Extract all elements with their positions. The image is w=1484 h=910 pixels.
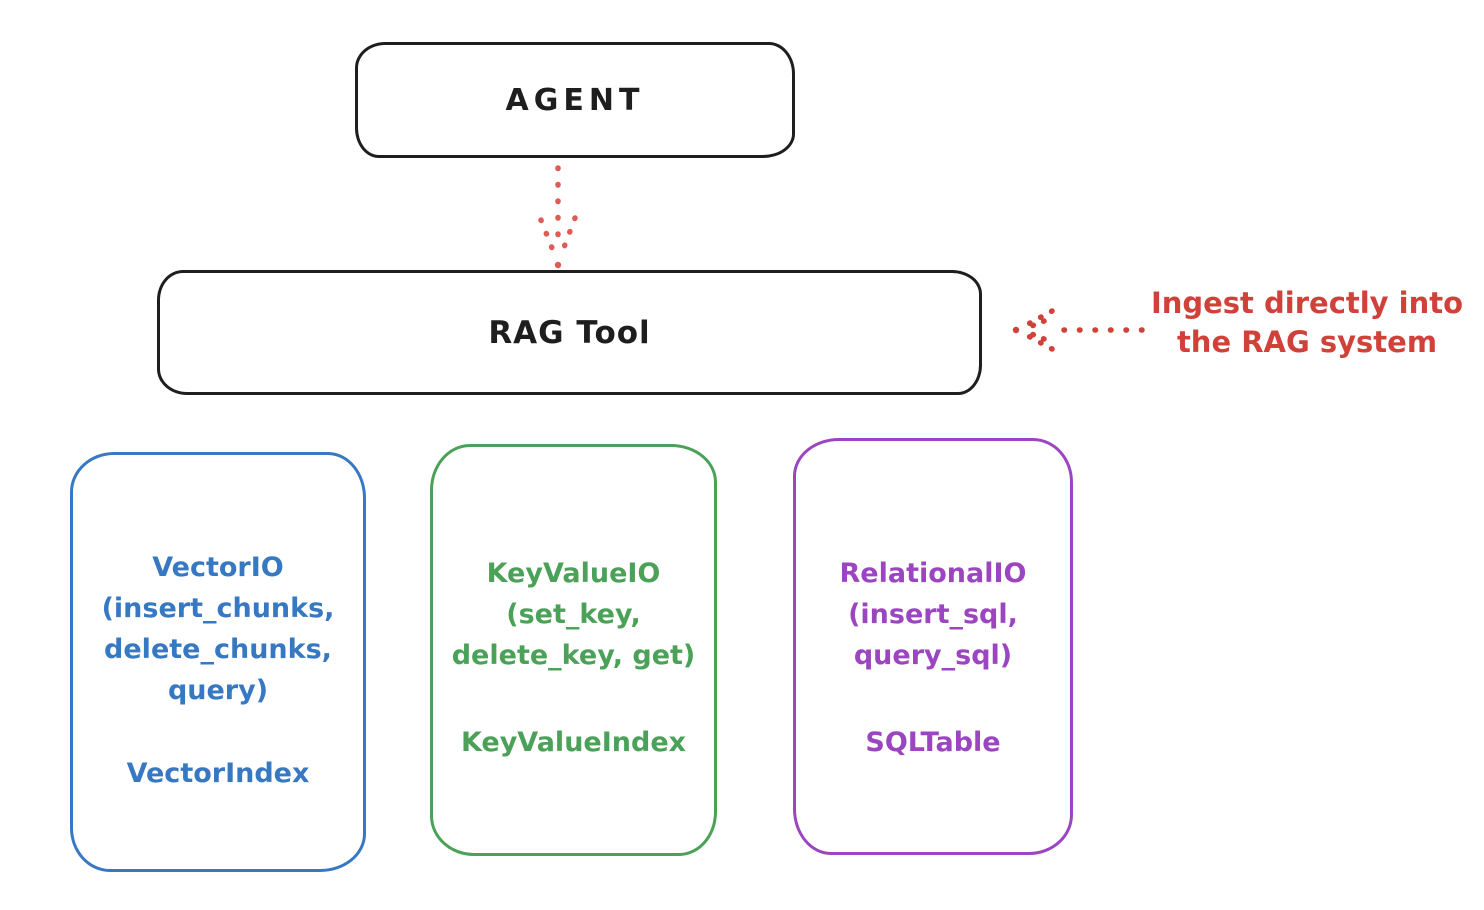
- store-box-vectorio: VectorIO (insert_chunks, delete_chunks, …: [70, 452, 366, 872]
- keyvalueio-methods-label: KeyValueIO (set_key, delete_key, get): [451, 558, 696, 671]
- rag-tool-box: RAG Tool: [157, 270, 982, 395]
- relationalio-methods-label: RelationalIO (insert_sql, query_sql): [839, 558, 1027, 671]
- vectorio-index-label: VectorIndex: [126, 758, 310, 789]
- relationalio-index-label: SQLTable: [865, 727, 1001, 758]
- vectorio-methods-label: VectorIO (insert_chunks, delete_chunks, …: [101, 552, 335, 706]
- keyvalueio-index-label: KeyValueIndex: [460, 727, 687, 758]
- dotted-arrow-left-icon: [1012, 308, 1145, 352]
- store-box-relationalio: RelationalIO (insert_sql, query_sql) SQL…: [793, 438, 1073, 855]
- ingest-annotation: Ingest directly into the RAG system: [1150, 286, 1464, 359]
- rag-tool-label: RAG Tool: [488, 314, 651, 351]
- agent-box: AGENT: [355, 42, 795, 158]
- dotted-arrow-down-icon: [538, 165, 578, 269]
- agent-label: AGENT: [505, 82, 645, 118]
- store-box-keyvalueio: KeyValueIO (set_key, delete_key, get) Ke…: [430, 444, 717, 856]
